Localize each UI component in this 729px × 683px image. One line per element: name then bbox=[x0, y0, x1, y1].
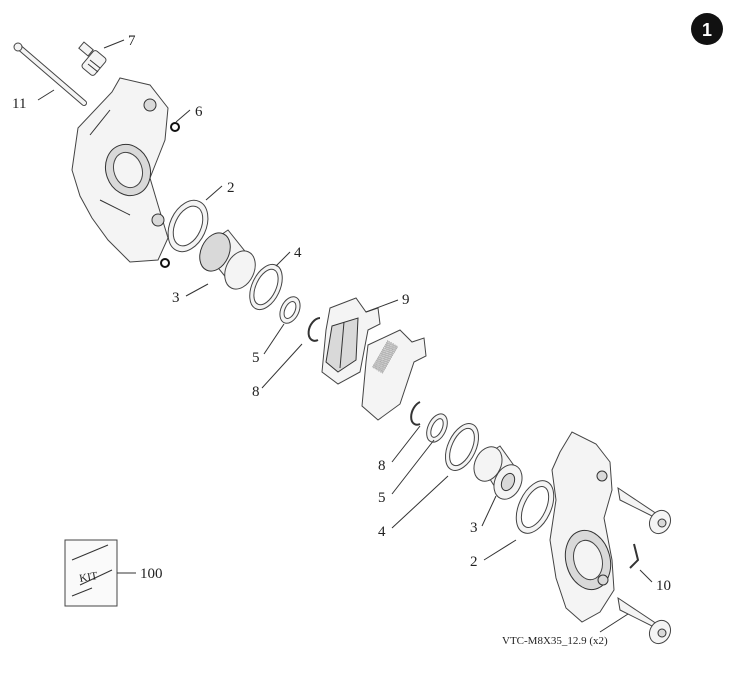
label-part-3-right: 3 bbox=[470, 520, 478, 536]
circlip-left bbox=[307, 317, 321, 342]
diagram-number-badge: 1 bbox=[691, 13, 723, 45]
label-part-4-right: 4 bbox=[378, 524, 386, 540]
o-ring-top bbox=[170, 122, 180, 132]
piston-left bbox=[199, 229, 256, 290]
label-part-5-left: 5 bbox=[252, 350, 260, 366]
seal-ring-right bbox=[515, 480, 555, 534]
label-part-10: 10 bbox=[656, 578, 671, 594]
bolt-upper bbox=[617, 486, 672, 535]
bolt-lower bbox=[617, 596, 672, 645]
seal-ring-left bbox=[167, 199, 209, 253]
label-part-6: 6 bbox=[195, 104, 203, 120]
label-part-7: 7 bbox=[128, 33, 136, 49]
label-part-5-right: 5 bbox=[378, 490, 386, 506]
label-part-2-right: 2 bbox=[470, 554, 478, 570]
label-part-3-left: 3 bbox=[172, 290, 180, 306]
label-part-2-left: 2 bbox=[227, 180, 235, 196]
label-part-8-left: 8 bbox=[252, 384, 260, 400]
bleed-screw-part bbox=[78, 41, 107, 76]
label-part-11: 11 bbox=[12, 96, 26, 112]
spring-clip bbox=[629, 543, 640, 569]
pin-part bbox=[13, 42, 87, 106]
badge-number: 1 bbox=[702, 20, 712, 40]
dust-ring-left bbox=[249, 263, 283, 311]
brake-pad-front bbox=[321, 297, 381, 385]
label-part-9: 9 bbox=[402, 292, 410, 308]
kit-package: KIT bbox=[64, 539, 118, 607]
caliper-body-left bbox=[71, 77, 169, 263]
piston-right bbox=[473, 445, 523, 500]
leader-lines bbox=[37, 39, 653, 633]
circlip-right bbox=[410, 401, 421, 426]
brake-pad-back: ▒▒▒▒ bbox=[361, 329, 427, 421]
caliper-body-right bbox=[549, 431, 615, 623]
label-part-8-right: 8 bbox=[378, 458, 386, 474]
washer-right bbox=[426, 413, 448, 443]
label-part-100: 100 bbox=[140, 566, 163, 582]
kit-label: KIT bbox=[78, 570, 98, 585]
dust-ring-right bbox=[444, 423, 480, 471]
washer-left bbox=[279, 296, 301, 324]
label-part-4-left: 4 bbox=[294, 245, 302, 261]
o-ring-bottom bbox=[160, 258, 170, 268]
label-bolt-spec: VTC-M8X35_12.9 (x2) bbox=[502, 635, 608, 647]
